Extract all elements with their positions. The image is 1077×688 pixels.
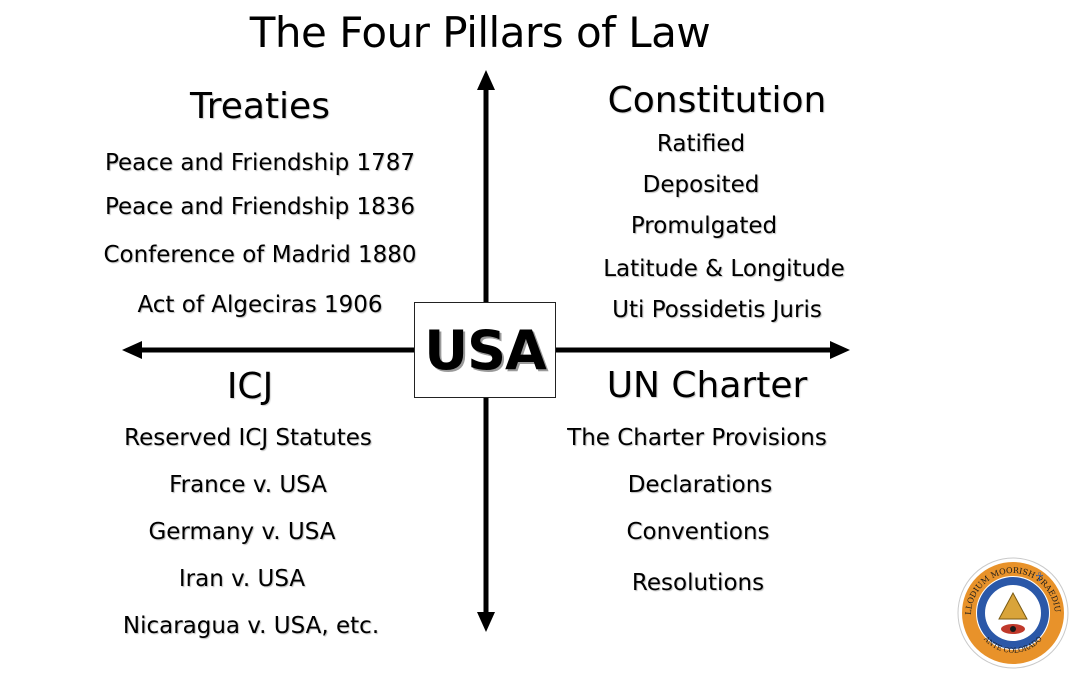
center-label: USA — [424, 318, 547, 382]
treaties-item: Conference of Madrid 1880 — [103, 242, 417, 268]
icj-item: France v. USA — [169, 472, 327, 498]
constitution-heading: Constitution — [607, 80, 827, 121]
un-charter-item: The Charter Provisions — [567, 425, 827, 451]
arrowhead-left — [122, 341, 142, 359]
icj-heading: ICJ — [226, 366, 274, 407]
un-charter-item: Conventions — [626, 519, 770, 545]
icj-item: Nicaragua v. USA, etc. — [122, 613, 380, 639]
un-charter-item: Declarations — [627, 472, 773, 498]
arrowhead-up — [477, 70, 495, 90]
constitution-item: Uti Possidetis Juris — [612, 297, 822, 323]
treaties-item: Peace and Friendship 1836 — [104, 194, 416, 220]
center-box: USA — [414, 302, 556, 398]
constitution-item: Deposited — [642, 172, 760, 198]
arrowhead-right — [830, 341, 850, 359]
constitution-item: Latitude & Longitude — [603, 256, 845, 282]
arrowhead-down — [477, 612, 495, 632]
un-charter-item: Resolutions — [631, 570, 765, 596]
treaties-item: Peace and Friendship 1787 — [104, 150, 416, 176]
treaties-item: Act of Algeciras 1906 — [137, 292, 383, 318]
constitution-item: Ratified — [656, 131, 746, 157]
page-title: The Four Pillars of Law — [249, 8, 711, 57]
pyramid-icon — [998, 591, 1028, 620]
icj-item: Germany v. USA — [148, 519, 336, 545]
constitution-item: Promulgated — [630, 213, 778, 239]
seal-orange-ring — [962, 562, 1064, 664]
icj-item: Reserved ICJ Statutes — [124, 425, 372, 451]
seal-logo: ALLODIUM MOORISH PRAEDIUM ANTE COLORADO … — [955, 555, 1069, 669]
eye-pupil-icon — [1010, 626, 1016, 632]
treaties-heading: Treaties — [190, 86, 330, 127]
icj-item: Iran v. USA — [178, 566, 306, 592]
ankh-icon: ☥ — [1035, 570, 1044, 584]
un-charter-heading: UN Charter — [606, 365, 808, 406]
